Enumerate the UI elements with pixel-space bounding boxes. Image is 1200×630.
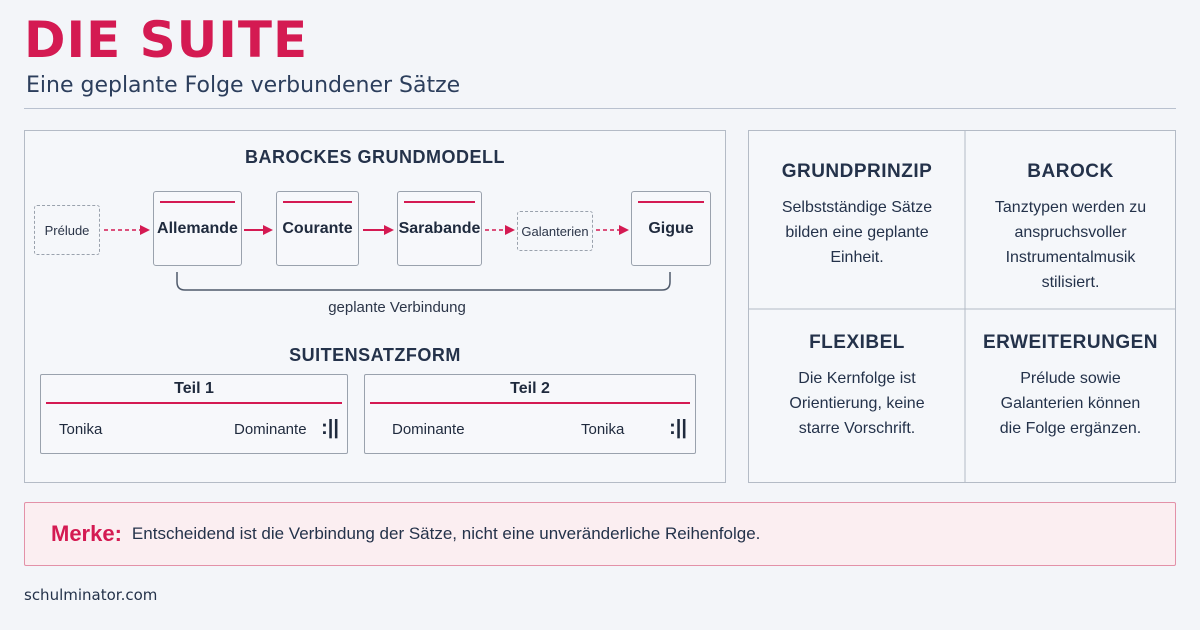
form-part-1: Teil 1 Tonika Dominante :||: [40, 374, 348, 454]
principle-title: FLEXIBEL: [809, 332, 905, 353]
note-text: Entscheidend ist die Verbindung der Sätz…: [131, 524, 761, 543]
principle-line: anspruchsvoller: [1014, 224, 1127, 241]
key-to: Dominante: [234, 421, 307, 438]
part-accent-bar: [46, 402, 342, 404]
model-title: BAROCKES GRUNDMODELL: [245, 147, 505, 167]
page-title: DIE SUITE: [24, 11, 309, 69]
brace-label: geplante Verbindung: [328, 299, 466, 316]
prelude-box: Prélude: [34, 205, 100, 255]
principle-line: bilden eine geplante: [785, 224, 929, 241]
principle-grundprinzip: GRUNDPRINZIP Selbstständige Sätze bilden…: [749, 161, 965, 270]
principle-text: Die Kernfolge ist Orientierung, keine st…: [749, 366, 965, 441]
movement-accent-bar: [160, 201, 235, 203]
connection-brace: [176, 272, 671, 291]
movement-gigue: Gigue: [631, 191, 711, 266]
movement-label: Gigue: [648, 219, 694, 237]
principle-line: Orientierung, keine: [789, 395, 925, 412]
page-subtitle: Eine geplante Folge verbundener Sätze: [26, 73, 461, 98]
principle-erweiterungen: ERWEITERUNGEN Prélude sowie Galanterien …: [965, 332, 1176, 441]
header-divider: [24, 108, 1176, 109]
repeat-sign: :||: [669, 417, 687, 439]
principle-text: Prélude sowie Galanterien können die Fol…: [965, 366, 1176, 441]
principle-barock: BAROCK Tanztypen werden zu anspruchsvoll…: [965, 161, 1176, 295]
principle-line: Prélude sowie: [1020, 370, 1121, 387]
principle-line: Instrumentalmusik: [1005, 249, 1136, 266]
part-title: Teil 2: [510, 380, 550, 397]
part-title: Teil 1: [174, 380, 214, 397]
movement-label: Allemande: [157, 219, 238, 237]
form-title: SUITENSATZFORM: [289, 345, 461, 365]
principle-line: starre Vorschrift.: [798, 420, 916, 437]
principle-title: BAROCK: [1027, 161, 1114, 182]
repeat-sign: :||: [321, 417, 339, 439]
principle-line: Selbstständige Sätze: [781, 199, 933, 216]
movement-label: Courante: [282, 219, 353, 237]
principle-line: Tanztypen werden zu: [994, 199, 1147, 216]
principle-line: Die Kernfolge ist: [798, 370, 916, 387]
principles-panel: [748, 130, 1176, 483]
galanterien-label: Galanterien: [521, 223, 589, 239]
principle-line: Galanterien können: [1000, 395, 1141, 412]
movement-accent-bar: [638, 201, 704, 203]
principle-title: ERWEITERUNGEN: [982, 332, 1159, 353]
key-from: Tonika: [59, 421, 103, 438]
movement-label: Sarabande: [398, 219, 481, 237]
principle-title: GRUNDPRINZIP: [781, 161, 933, 182]
note-box: Merke: Entscheidend ist die Verbindung d…: [24, 502, 1176, 566]
key-from: Dominante: [392, 421, 465, 438]
movement-accent-bar: [283, 201, 352, 203]
movement-accent-bar: [404, 201, 475, 203]
key-to: Tonika: [581, 421, 625, 438]
part-accent-bar: [370, 402, 690, 404]
movement-sarabande: Sarabande: [397, 191, 482, 266]
principle-line: stilisiert.: [1041, 274, 1100, 291]
prelude-label: Prélude: [44, 222, 90, 238]
movement-courante: Courante: [276, 191, 359, 266]
principle-text: Selbstständige Sätze bilden eine geplant…: [749, 195, 965, 270]
principle-text: Tanztypen werden zu anspruchsvoller Inst…: [965, 195, 1176, 295]
note-label: Merke:: [51, 521, 122, 546]
principle-line: Einheit.: [830, 249, 884, 266]
footer-source: schulminator.com: [24, 586, 158, 604]
principle-flexibel: FLEXIBEL Die Kernfolge ist Orientierung,…: [749, 332, 965, 441]
movement-allemande: Allemande: [153, 191, 242, 266]
form-part-2: Teil 2 Dominante Tonika :||: [364, 374, 696, 454]
principle-line: die Folge ergänzen.: [999, 420, 1142, 437]
galanterien-box: Galanterien: [517, 211, 593, 251]
